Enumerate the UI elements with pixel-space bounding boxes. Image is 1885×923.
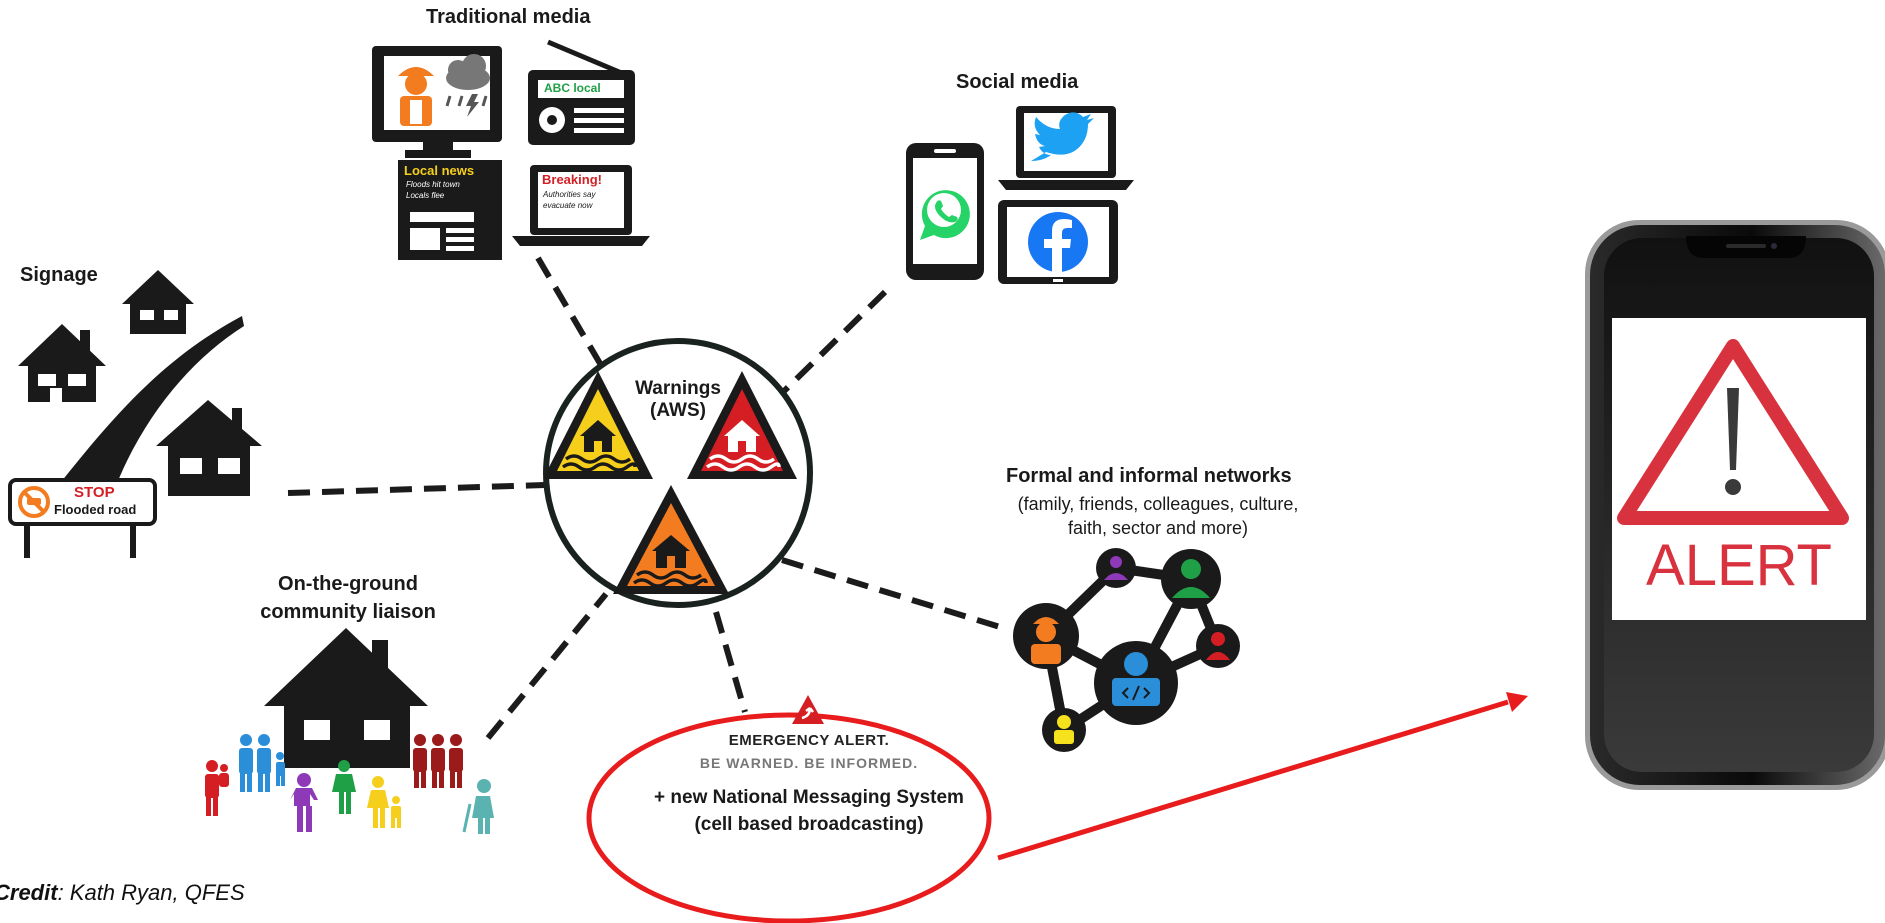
social-media-title: Social media [956,71,1079,93]
house-icon [156,400,262,496]
credit-label: Credit [0,880,58,905]
orange-flood-warning-icon [613,485,729,594]
whatsapp-icon [920,190,970,240]
house-icon [18,324,106,402]
laptop-icon [512,165,650,246]
laptop-subline-1: Authorities say [543,190,596,199]
signage-title: Signage [20,264,98,286]
radio-label: ABC local [544,81,601,95]
newspaper-headline-1: Floods hit town [406,180,460,189]
road-icon [50,316,244,496]
house-icon [122,270,194,334]
community-title-line2: community liaison [260,601,436,623]
storm-cloud-icon [445,54,490,117]
emergency-alert-line1: + new National Messaging System [654,787,964,808]
newspaper-icon [398,160,502,260]
networks-subtitle-line2: faith, sector and more) [1067,518,1249,538]
community-title: On-the-ground community liaison [248,570,448,626]
traditional-media-icons [372,39,650,260]
sign-flooded-road-text: Flooded road [54,502,137,517]
connector-signage [287,482,546,496]
laptop-headline: Breaking! [542,172,602,187]
sign-stop-text: STOP [74,484,115,501]
person-node-blue [1094,641,1178,725]
laptop-subline-2: evacuate now [543,201,593,210]
network-graph [1013,548,1240,752]
newspaper-headline-2: Locals flee [406,191,445,200]
alert-arrow [997,692,1528,861]
alert-phone [1585,220,1885,790]
image-credit: Credit: Kath Ryan, QFES [0,880,245,906]
community-icons [205,628,494,834]
networks-subtitle: (family, friends, colleagues, culture, f… [1006,492,1310,540]
connector-traditional-media [535,256,608,374]
emergency-alert-description: + new National Messaging System (cell ba… [624,784,994,838]
person-node-green [1161,549,1221,609]
twitter-icon [1031,112,1094,161]
emergency-alert-ellipse [586,712,992,923]
warnings-hub [543,338,813,608]
people-group-icon [205,734,494,834]
warnings-label: Warnings (AWS) [622,378,734,422]
laptop-twitter-icon [998,106,1134,190]
emergency-alert-callout [586,695,992,923]
traditional-media-title: Traditional media [426,6,591,28]
connector-networks [781,557,1001,630]
tablet-facebook-icon [998,200,1118,284]
stop-sign-icon [8,478,157,558]
connectors [287,256,1001,740]
warnings-label-line1: Warnings [635,378,721,399]
person-node-red [1196,624,1240,668]
community-title-line1: On-the-ground [278,573,418,595]
person-node-orange [1013,603,1079,669]
tv-icon [372,46,502,158]
person-node-yellow [1042,708,1086,752]
warnings-label-line2: (AWS) [650,400,706,421]
signage-icons [8,270,262,558]
credit-text: : Kath Ryan, QFES [57,880,245,905]
house-icon [264,628,428,768]
social-media-icons [906,106,1134,284]
warning-triangle-icon [1617,339,1849,525]
emergency-alert-tagline: BE WARNED. BE INFORMED. [699,755,919,771]
newspaper-title: Local news [404,163,475,178]
smartphone-icon [906,143,984,280]
red-flood-warning-icon [687,371,797,479]
emergency-alert-line2: (cell based broadcasting) [694,814,924,835]
emergency-alert-brand: EMERGENCY ALERT. [728,732,890,749]
networks-subtitle-line1: (family, friends, colleagues, culture, [1017,494,1299,514]
firefighter-icon [398,67,434,126]
emergency-alert-logo-icon [792,695,824,724]
connector-social-media [772,289,888,403]
connector-emergency-alert [713,611,748,713]
phone-alert-text: ALERT [1646,533,1832,598]
connector-community [485,592,609,740]
radio-icon [528,39,635,145]
yellow-flood-warning-icon [543,371,653,479]
networks-title: Formal and informal networks [1006,465,1292,487]
person-node-purple [1096,548,1136,588]
